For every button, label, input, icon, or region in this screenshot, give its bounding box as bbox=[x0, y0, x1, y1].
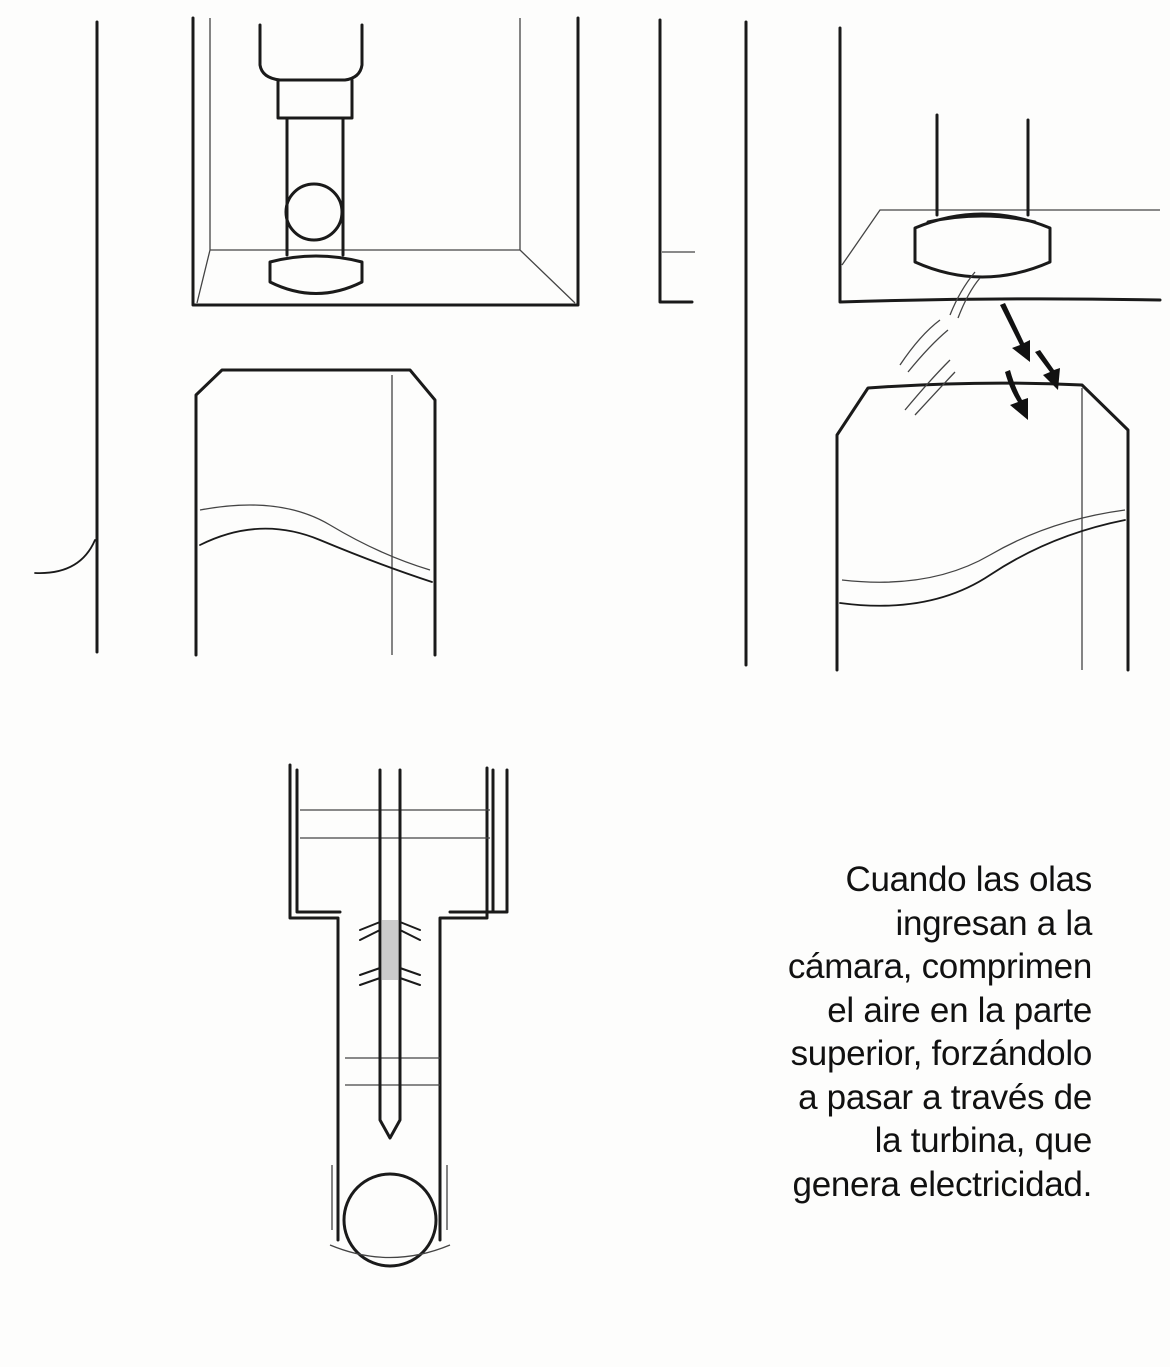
turbine-housing bbox=[258, 23, 364, 82]
caption-line: a pasar a través de bbox=[798, 1077, 1092, 1117]
generator-room bbox=[191, 16, 580, 307]
air-flow-arrows bbox=[899, 271, 981, 416]
panel-2-left-room-edge bbox=[658, 18, 694, 304]
caption-line: ingresan a la bbox=[895, 903, 1092, 943]
caption-line: Cuando las olas bbox=[845, 860, 1093, 899]
panel-2-air-compression bbox=[658, 18, 1162, 672]
caption-line: superior, forzándolo bbox=[790, 1034, 1093, 1073]
panel-1-chamber-at-rest bbox=[34, 16, 580, 657]
wave-surface bbox=[199, 527, 433, 583]
column-crosslines bbox=[300, 809, 490, 1086]
turbine-column-inner bbox=[295, 768, 509, 914]
caption-text: Cuando las olas ingresan a la cámara, co… bbox=[672, 858, 1092, 1206]
turbine-valve-3 bbox=[342, 1172, 438, 1268]
wave-surface-2 bbox=[839, 519, 1126, 607]
room-perspective-lines-2 bbox=[841, 209, 1160, 266]
wave-surface-back-2 bbox=[841, 509, 1126, 583]
caption-line: cámara, comprimen bbox=[787, 947, 1092, 986]
turbine-base bbox=[268, 254, 364, 295]
caption-line: genera electricidad. bbox=[792, 1164, 1093, 1204]
turbine-shaft-3 bbox=[378, 768, 402, 1140]
panel-3-turbine-detail bbox=[288, 763, 509, 1268]
turbine-column bbox=[288, 763, 489, 1242]
generator-room-2 bbox=[838, 26, 1162, 304]
turbine-blades bbox=[359, 921, 421, 986]
turbine-shaft bbox=[276, 78, 354, 257]
air-chamber-2 bbox=[835, 381, 1130, 672]
turbine-rotor bbox=[382, 920, 398, 980]
caption-line: la turbina, que bbox=[874, 1121, 1093, 1160]
water-flow-arrows bbox=[1000, 303, 1060, 420]
room-perspective-lines bbox=[196, 18, 576, 304]
wave-surface-back bbox=[199, 504, 431, 571]
valve-housing bbox=[329, 1165, 451, 1259]
turbine-base-2 bbox=[913, 212, 1052, 279]
turbine-shaft-2 bbox=[935, 113, 1030, 217]
caption-line: el aire en la parte bbox=[827, 990, 1092, 1030]
turbine-valve bbox=[284, 182, 344, 242]
outer-wave bbox=[34, 539, 96, 574]
air-chamber bbox=[194, 368, 437, 657]
